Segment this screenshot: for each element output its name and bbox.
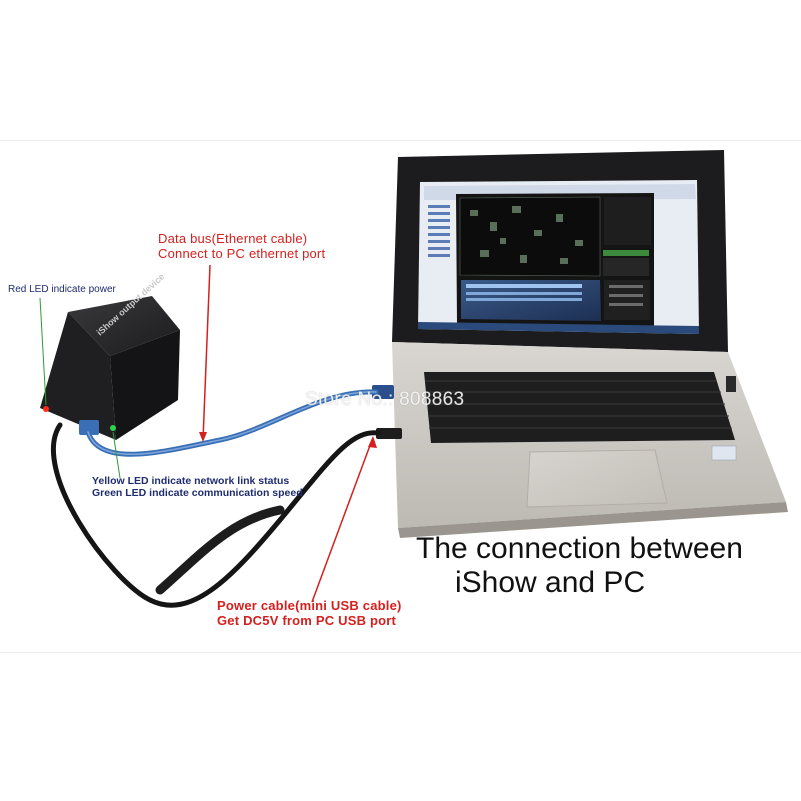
device-right-face [110,330,180,440]
status-led-pointer [112,431,121,479]
green-led [110,425,116,431]
keyboard [424,372,735,443]
power-cable-label-line2: Get DC5V from PC USB port [217,613,397,628]
red-led-label: Red LED indicate power [8,284,116,295]
ethernet-cable-highlight [87,391,377,455]
yellow-led-label: Yellow LED indicate network link status [92,475,290,487]
screen-app-window [424,184,696,326]
data-bus-label-line1: Data bus(Ethernet cable) [158,231,308,246]
green-led-label: Green LED indicate communication speed [92,487,303,499]
laptop-sticker [711,445,737,461]
keyboard-keys [425,380,732,429]
device-top [68,296,180,356]
power-cable-arrow [368,436,377,448]
data-bus-label-line2: Connect to PC ethernet port [158,246,326,261]
pointer-lines [39,264,377,603]
cables [51,389,381,608]
side-port-plug [726,376,736,392]
device-ethernet-jack [79,420,99,435]
power-cable-pointer [311,439,373,603]
usb-plug [376,428,402,439]
device-front-face [40,312,116,440]
touchpad [526,449,668,508]
caption-line2: iShow and PC [455,566,646,599]
ishow-output-device: iShow output device [40,271,180,440]
screen-taskbar [418,322,699,334]
usb-cable [51,422,381,608]
backdrop-line-top [0,140,801,141]
power-cable-label-line1: Power cable(mini USB cable) [217,598,402,613]
caption-line1: The connection between [416,532,743,565]
ethernet-plug [372,385,394,399]
data-bus-pointer [202,264,211,441]
red-led-pointer [39,297,47,406]
data-bus-arrow [199,432,207,442]
store-watermark: Store No.: 808863 [305,389,465,410]
laptop-front-edge [398,502,788,538]
usb-cable-ferrite [155,505,285,595]
backdrop-line-bottom [0,652,801,653]
laptop [372,150,788,538]
red-led [43,406,49,412]
